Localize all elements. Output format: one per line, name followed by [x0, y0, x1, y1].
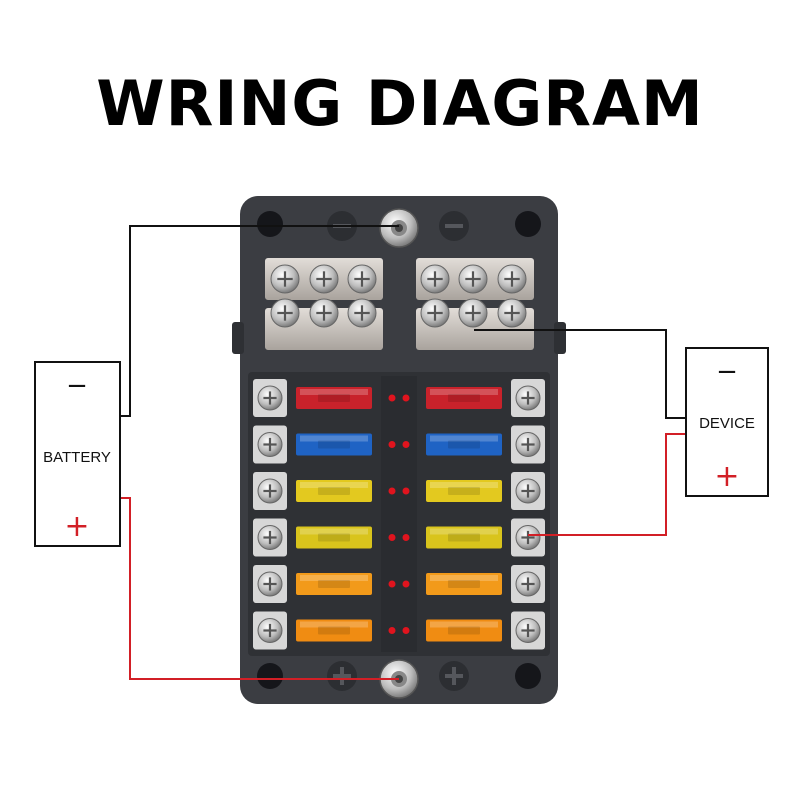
- device-positive-wire: [528, 433, 686, 536]
- screw-icon: [257, 525, 283, 550]
- fuse-right: [426, 387, 502, 409]
- screw-icon: [515, 571, 541, 597]
- screw-icon: [257, 432, 283, 457]
- device-negative-wire: [474, 329, 686, 419]
- fuse-block: [232, 196, 566, 704]
- device-positive-symbol: +: [714, 459, 739, 494]
- fuse-right: [426, 573, 502, 595]
- battery-negative-symbol: −: [66, 371, 88, 401]
- screw-icon: [257, 618, 283, 643]
- screw-icon: [257, 385, 283, 411]
- fuse-right: [426, 526, 502, 549]
- fuse-row: [253, 518, 545, 557]
- fuse-right: [426, 619, 502, 642]
- screw-icon: [309, 264, 339, 294]
- fuse-row: [253, 425, 545, 464]
- screw-icon: [309, 298, 339, 328]
- side-tab-right: [554, 322, 566, 354]
- bottom-plus-marker: [439, 661, 469, 691]
- screw-icon: [515, 432, 541, 457]
- negative-busbar-group: [265, 258, 534, 350]
- top-minus-marker: [439, 211, 469, 241]
- diagram-title: WRING DIAGRAM: [96, 67, 704, 140]
- fuse-right: [426, 433, 502, 456]
- device-negative-symbol: −: [716, 357, 738, 387]
- screw-icon: [270, 298, 300, 328]
- device: − DEVICE +: [685, 347, 769, 497]
- fuse-row: [253, 565, 545, 603]
- fuse-left: [296, 573, 372, 595]
- status-led-icon: [388, 487, 396, 495]
- battery-box: [34, 361, 121, 547]
- status-led-icon: [402, 487, 410, 495]
- screw-icon: [420, 264, 450, 294]
- mounting-hole-icon: [257, 663, 283, 689]
- mounting-hole-icon: [257, 211, 283, 237]
- fuse-right: [426, 480, 502, 502]
- status-led-icon: [388, 534, 396, 541]
- device-label: DEVICE: [699, 415, 755, 432]
- device-box: [685, 347, 769, 497]
- screw-icon: [515, 525, 541, 550]
- mounting-hole-icon: [515, 663, 541, 689]
- bottom-plus-marker: [327, 661, 357, 691]
- fuse-row: [253, 379, 545, 417]
- screw-icon: [458, 264, 488, 294]
- screw-icon: [257, 571, 283, 597]
- fuse-row: [253, 611, 545, 650]
- status-led-icon: [388, 627, 396, 634]
- screw-icon: [257, 478, 283, 504]
- fuse-left: [296, 387, 372, 409]
- negative-stud-terminal: [379, 208, 419, 248]
- status-led-icon: [402, 394, 410, 402]
- battery-positive-wire: [120, 497, 399, 680]
- screw-icon: [270, 264, 300, 294]
- fuse-left: [296, 526, 372, 549]
- battery-negative-wire: [120, 225, 399, 417]
- fuse-left: [296, 619, 372, 642]
- battery-label: BATTERY: [43, 449, 111, 466]
- screw-icon: [497, 264, 527, 294]
- status-led-icon: [388, 441, 396, 448]
- screw-icon: [515, 618, 541, 643]
- status-led-icon: [402, 580, 410, 588]
- center-divider: [381, 376, 417, 652]
- status-led-icon: [402, 534, 410, 541]
- battery: − BATTERY +: [34, 361, 121, 547]
- status-led-icon: [388, 580, 396, 588]
- fuse-left: [296, 480, 372, 502]
- screw-icon: [347, 298, 377, 328]
- fuse-left: [296, 433, 372, 456]
- screw-icon: [458, 298, 488, 328]
- battery-positive-symbol: +: [64, 509, 89, 544]
- status-led-icon: [388, 394, 396, 402]
- mounting-hole-icon: [515, 211, 541, 237]
- side-tab-left: [232, 322, 244, 354]
- status-led-icon: [402, 441, 410, 448]
- wiring: [120, 225, 686, 680]
- status-led-icon: [402, 627, 410, 634]
- screw-icon: [497, 298, 527, 328]
- screw-icon: [420, 298, 450, 328]
- screw-icon: [515, 385, 541, 411]
- screw-icon: [347, 264, 377, 294]
- screw-icon: [515, 478, 541, 504]
- fuse-row: [253, 472, 545, 510]
